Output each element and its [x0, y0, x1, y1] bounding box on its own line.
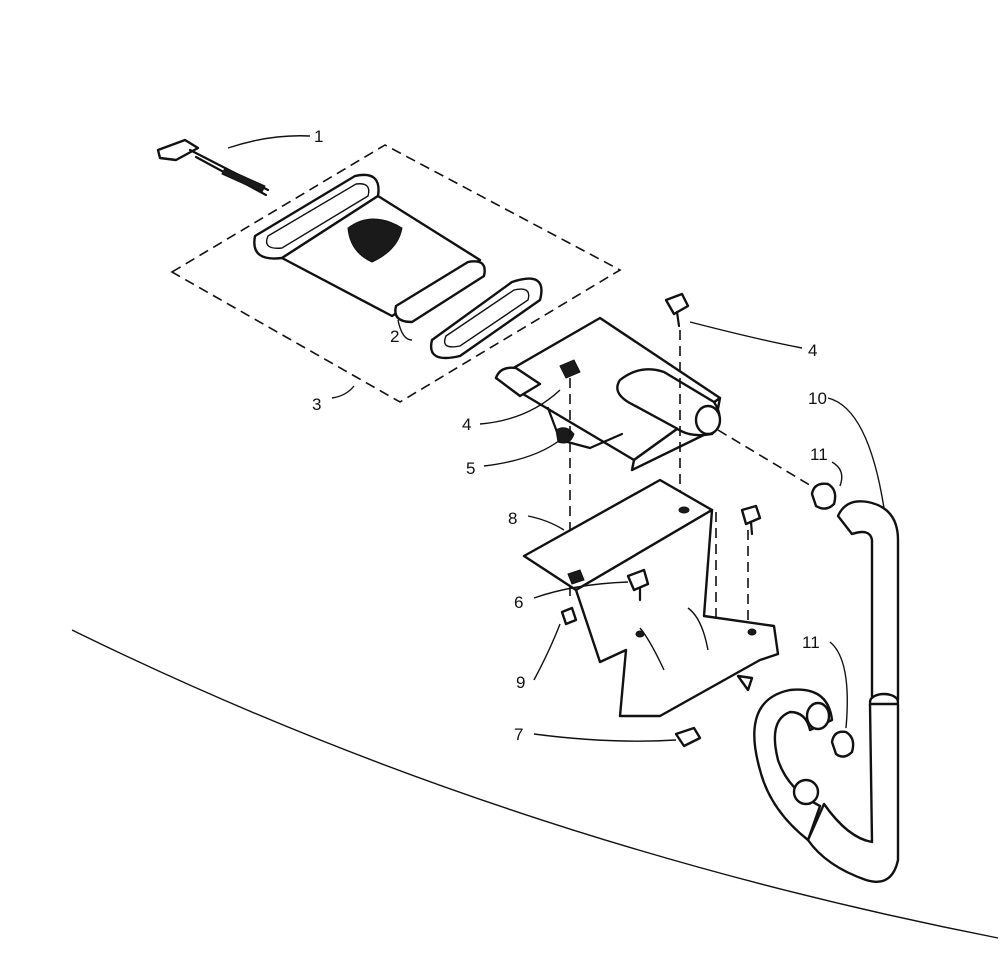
clamps: [810, 482, 855, 758]
valve-body-part: [494, 316, 722, 472]
callout-4-top: 4: [808, 341, 817, 360]
hose-part: [753, 500, 900, 883]
callout-11-bottom: 11: [802, 633, 820, 652]
callout-5: 5: [466, 459, 475, 478]
handle-part: [156, 138, 270, 197]
callout-7: 7: [514, 725, 523, 744]
callout-2: 2: [390, 327, 399, 346]
callout-10: 10: [808, 389, 827, 408]
callout-8: 8: [508, 509, 517, 528]
alignment-line-3: [717, 429, 819, 491]
callout-3: 3: [312, 395, 321, 414]
callout-1: 1: [314, 127, 323, 146]
filter-cartridge-part: [253, 173, 543, 360]
callout-11-top: 11: [810, 445, 828, 464]
background-edge-line: [71, 629, 999, 939]
filter-group-outline: [170, 144, 622, 403]
callout-4-left: 4: [462, 415, 471, 434]
callout-9: 9: [516, 673, 525, 692]
bracket-part: [522, 478, 780, 718]
callout-6: 6: [514, 593, 523, 612]
leader-lines: [227, 135, 885, 742]
screw-top-part: [664, 292, 690, 328]
screws-group: [560, 504, 762, 748]
